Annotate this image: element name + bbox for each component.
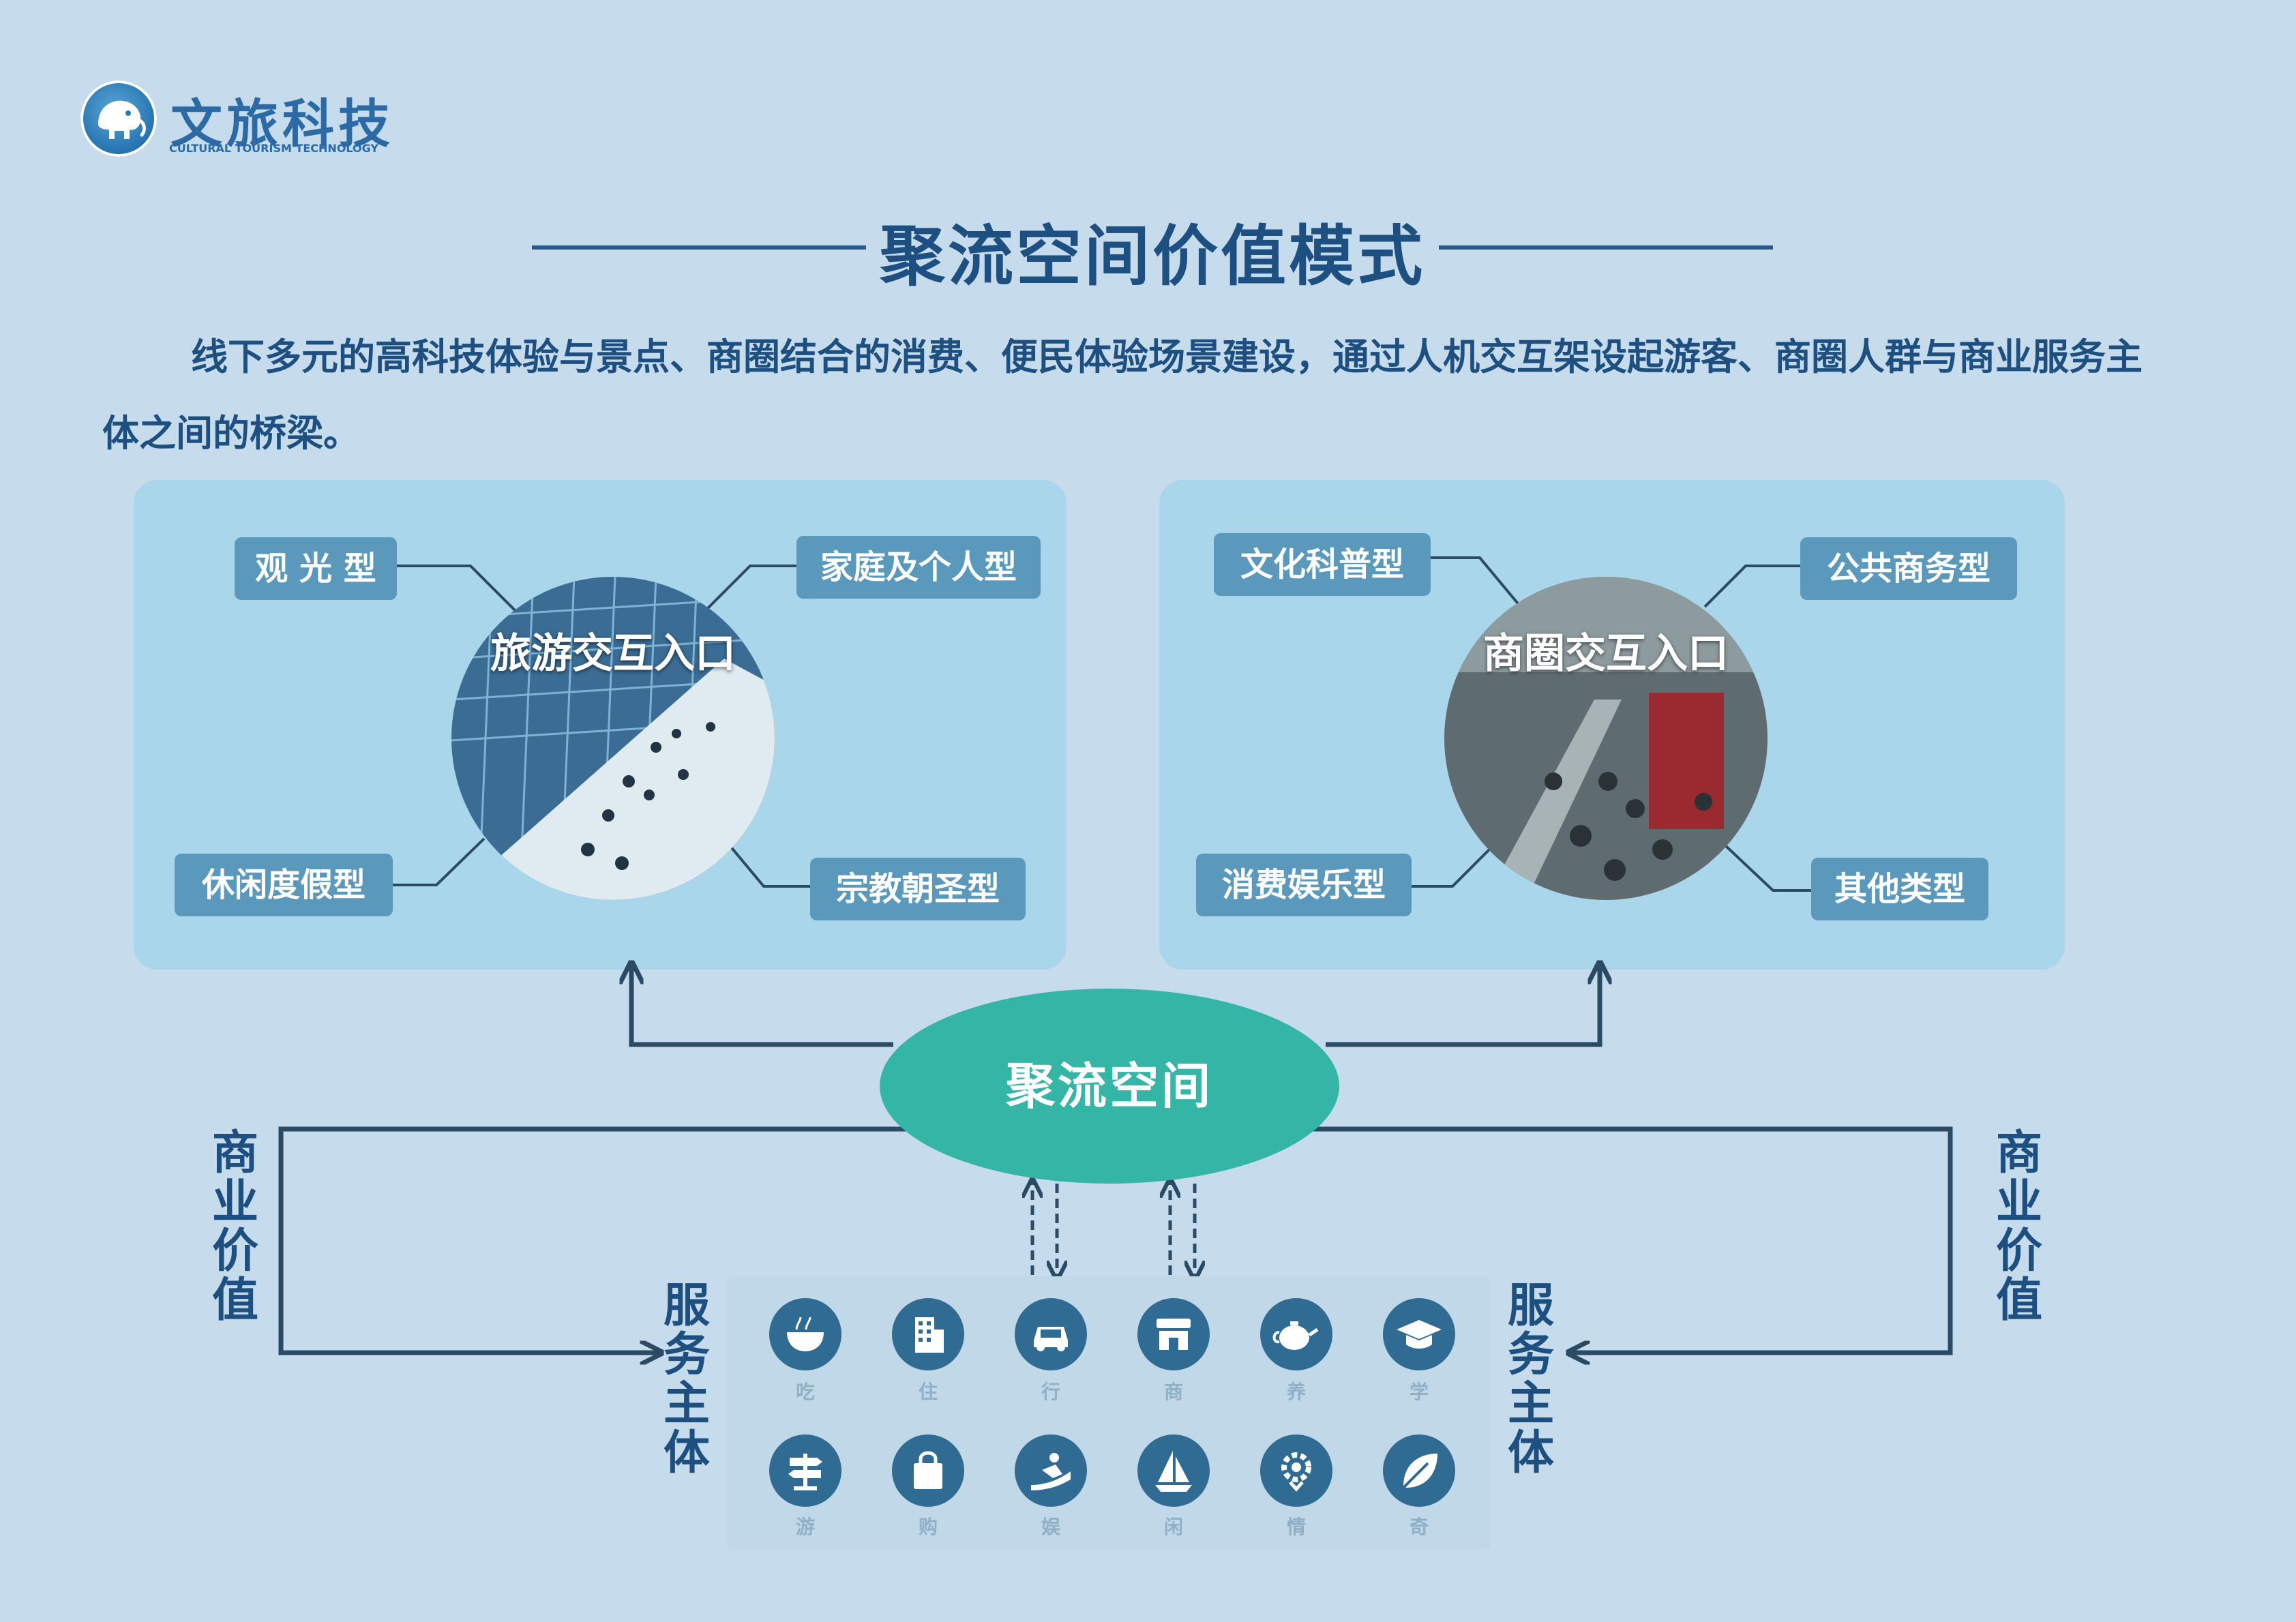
service-stay-label: 住 (918, 1381, 938, 1403)
service-wellness-label: 养 (1286, 1381, 1306, 1403)
tourism-center-label: 旅游交互入口 (490, 630, 736, 678)
glass-bridge-photo-icon (451, 577, 775, 900)
service-shopping-icon (892, 1435, 964, 1507)
tag-other-types: 其他类型 (1811, 858, 1988, 920)
sailboat-icon (1155, 1451, 1192, 1492)
car-icon (1034, 1327, 1068, 1351)
intro-paragraph: 线下多元的高科技体验与景点、商圈结合的消费、便民体验场景建设，通过人机交互架设起… (102, 335, 2143, 455)
service-eat-label: 吃 (795, 1381, 815, 1403)
service-tour-icon (769, 1435, 841, 1507)
services-grid (727, 1276, 1491, 1549)
service-wonder-icon (1383, 1435, 1455, 1507)
tag-public-business: 公共商务型 (1800, 537, 2017, 600)
tourism-photo (451, 577, 775, 900)
tag-culture-science: 文化科普型 (1214, 533, 1431, 596)
service-stay-icon (892, 1298, 964, 1370)
tag-family-personal: 家庭及个人型 (796, 536, 1041, 599)
service-shopping-label: 购 (918, 1516, 938, 1538)
service-study-icon (1383, 1298, 1455, 1370)
bowl-icon (787, 1317, 824, 1351)
page-title: 聚流空间价值模式 (880, 218, 1425, 295)
right-service-subject-label: 服务主体 (1507, 1279, 1554, 1480)
shopping-bag-icon (914, 1451, 942, 1489)
logo-subtitle: CULTURAL TOURISM TECHNOLOGY (169, 142, 379, 155)
service-emotion-icon (1260, 1435, 1332, 1507)
service-business-label: 商 (1163, 1381, 1183, 1403)
elephant-logo-icon (98, 100, 146, 139)
service-eat-icon (769, 1298, 841, 1370)
teapot-icon (1272, 1321, 1319, 1350)
hub-ellipse: 聚流空间 (880, 989, 1339, 1184)
title-line-left (532, 245, 866, 250)
service-study-label: 学 (1409, 1381, 1429, 1403)
service-business-icon (1137, 1298, 1210, 1370)
service-tour-label: 游 (795, 1516, 815, 1538)
left-business-value-label: 商业价值 (211, 1126, 258, 1327)
commerce-center-label: 商圈交互入口 (1483, 630, 1729, 678)
tag-consumer-entertainment: 消费娱乐型 (1196, 854, 1412, 916)
mall-crowd-photo-icon (1444, 577, 1768, 900)
right-business-value-label: 商业价值 (1995, 1126, 2042, 1327)
service-wonder-label: 奇 (1409, 1516, 1429, 1538)
building-icon (915, 1317, 944, 1353)
service-leisure-icon (1137, 1435, 1210, 1507)
leaf-icon (1402, 1454, 1437, 1489)
service-travel-icon (1015, 1298, 1087, 1370)
service-leisure-label: 闲 (1163, 1516, 1183, 1538)
shop-icon (1157, 1319, 1191, 1350)
logo-title: 文旅科技 (170, 93, 394, 154)
tag-sightseeing: 观 光 型 (235, 537, 397, 600)
service-entertainment-icon (1015, 1435, 1087, 1507)
logo-mark (80, 80, 157, 157)
title-line-right (1439, 245, 1773, 250)
signpost-icon (788, 1454, 822, 1490)
tag-pilgrimage: 宗教朝圣型 (810, 858, 1026, 920)
service-wellness-icon (1260, 1298, 1332, 1370)
service-travel-label: 行 (1041, 1381, 1060, 1403)
service-entertainment-label: 娱 (1041, 1516, 1060, 1538)
commerce-photo (1444, 577, 1768, 900)
service-emotion-label: 情 (1286, 1516, 1306, 1538)
tag-leisure-vacation: 休闲度假型 (175, 854, 393, 916)
gear-heart-icon (1281, 1452, 1311, 1492)
graduation-cap-icon (1397, 1320, 1442, 1349)
slide-icon (1031, 1453, 1071, 1490)
left-service-subject-label: 服务主体 (663, 1279, 710, 1480)
